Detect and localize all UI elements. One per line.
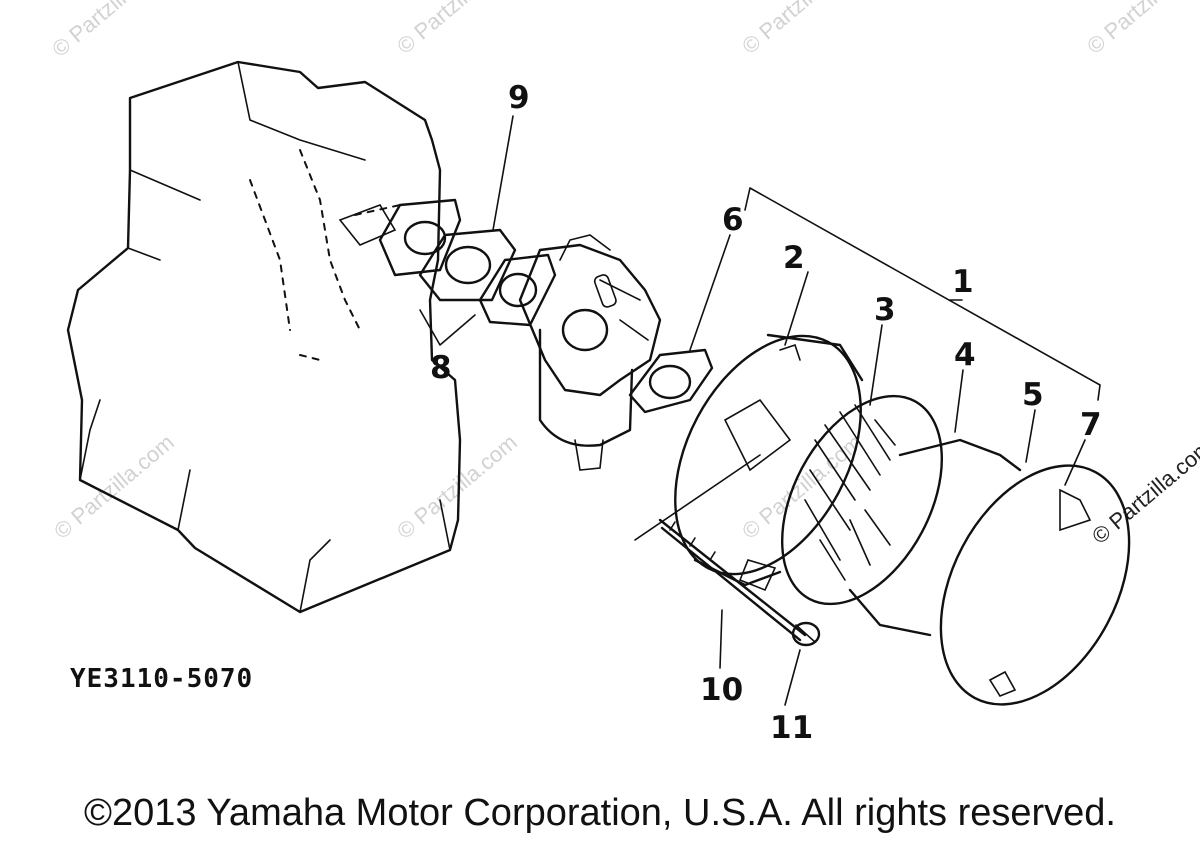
callout-numbers: 1 2 3 4 5 6 7 8 9 10 11	[430, 80, 1102, 746]
watermark: © Partzilla.com	[737, 0, 867, 59]
watermark-group: © Partzilla.com © Partzilla.com © Partzi…	[47, 0, 1200, 549]
callout-1: 1	[952, 264, 974, 300]
air-cleaner-case	[674, 333, 864, 592]
stud-bolt	[658, 518, 807, 642]
watermark: © Partzilla.com	[47, 0, 177, 62]
gasket-6	[628, 348, 714, 414]
callout-8: 8	[430, 350, 452, 386]
watermark: © Partzilla.com	[49, 429, 179, 543]
callout-9: 9	[508, 80, 530, 116]
wing-nut	[791, 621, 821, 647]
air-filter-element	[780, 394, 944, 606]
callout-4: 4	[954, 337, 976, 373]
callout-7: 7	[1080, 407, 1102, 443]
intake-gaskets	[378, 198, 557, 327]
watermark: © Partzilla.com	[1087, 434, 1200, 548]
callout-5: 5	[1022, 377, 1044, 413]
drawing-code: YE3110-5070	[70, 664, 254, 694]
callout-10: 10	[700, 672, 743, 708]
callout-6: 6	[722, 202, 744, 238]
copyright-notice: ©2013 Yamaha Motor Corporation, U.S.A. A…	[84, 792, 1116, 834]
watermark: © Partzilla.com	[1082, 0, 1200, 59]
air-cleaner-cover	[848, 438, 1131, 706]
callout-11: 11	[770, 710, 813, 746]
callout-3: 3	[874, 292, 896, 328]
watermark: © Partzilla.com	[392, 0, 522, 59]
engine-block	[66, 60, 462, 614]
carburetor	[518, 234, 662, 471]
callout-2: 2	[783, 240, 805, 276]
leader-lines	[419, 115, 1101, 706]
